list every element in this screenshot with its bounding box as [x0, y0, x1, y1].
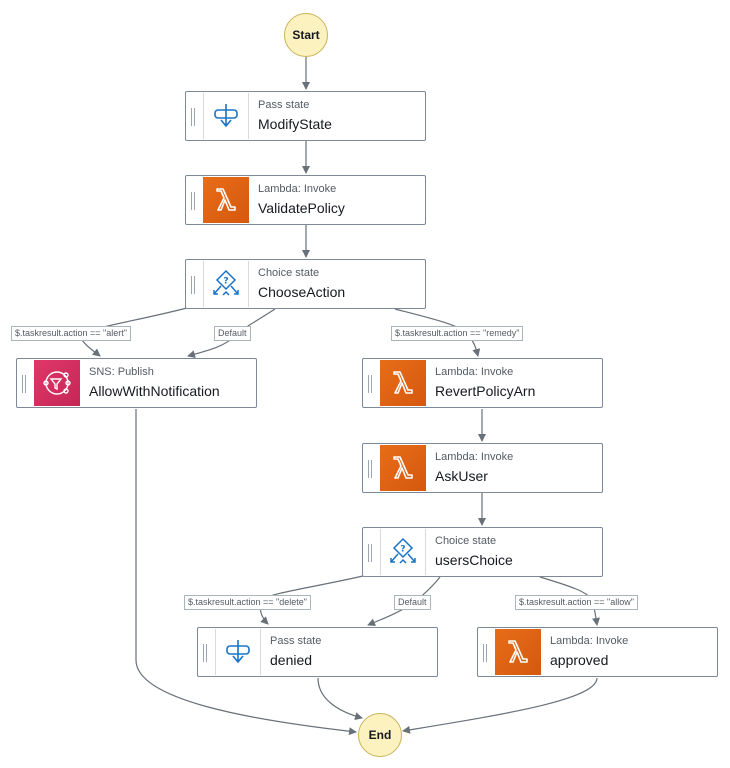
- drag-handle[interactable]: [203, 644, 207, 662]
- drag-handle[interactable]: [191, 192, 195, 210]
- state-ask-user[interactable]: Lambda: Invoke AskUser: [362, 443, 603, 493]
- edge-label-alert: $.taskresult.action == "alert": [11, 326, 131, 341]
- state-type: Lambda: Invoke: [435, 366, 514, 378]
- choice-state-icon: ?: [203, 261, 249, 307]
- state-type: Lambda: Invoke: [435, 451, 514, 463]
- end-node[interactable]: End: [358, 713, 402, 757]
- edge-allow-end: [135, 409, 357, 736]
- state-modify-state[interactable]: Pass state ModifyState: [185, 91, 426, 141]
- drag-handle[interactable]: [22, 375, 26, 393]
- drag-handle[interactable]: [483, 644, 487, 662]
- drag-handle[interactable]: [368, 544, 372, 562]
- state-type: Lambda: Invoke: [550, 635, 629, 647]
- state-type: Choice state: [258, 267, 320, 279]
- edge-label-remedy: $.taskresult.action == "remedy": [391, 326, 524, 341]
- state-name: RevertPolicyArn: [435, 383, 536, 399]
- edge-label-allow: $.taskresult.action == "allow": [515, 595, 638, 610]
- state-revert-policy-arn[interactable]: Lambda: Invoke RevertPolicyArn: [362, 358, 603, 408]
- drag-handle[interactable]: [191, 276, 195, 294]
- state-type: Choice state: [435, 535, 497, 547]
- state-type: SNS: Publish: [89, 366, 154, 378]
- choice-state-icon: ?: [380, 529, 426, 575]
- state-name: AllowWithNotification: [89, 383, 220, 399]
- state-name: ValidatePolicy: [258, 200, 345, 216]
- start-label: Start: [292, 28, 320, 42]
- lambda-icon: [380, 360, 426, 406]
- drag-handle[interactable]: [191, 108, 195, 126]
- state-type: Pass state: [270, 635, 322, 647]
- state-name: denied: [270, 652, 313, 668]
- state-approved[interactable]: Lambda: Invoke approved: [477, 627, 718, 677]
- sns-icon: [34, 360, 80, 406]
- edge-label-delete: $.taskresult.action == "delete": [184, 595, 311, 610]
- state-users-choice[interactable]: ? Choice state usersChoice: [362, 527, 603, 577]
- edge-denied-end: [317, 677, 363, 721]
- state-allow-with-notification[interactable]: SNS: Publish AllowWithNotification: [16, 358, 257, 408]
- drag-handle[interactable]: [368, 375, 372, 393]
- lambda-icon: [380, 445, 426, 491]
- end-label: End: [368, 728, 392, 742]
- state-name: usersChoice: [435, 552, 513, 568]
- edge-approved-end: [402, 677, 598, 734]
- start-node[interactable]: Start: [284, 13, 328, 57]
- state-name: ChooseAction: [258, 284, 346, 300]
- state-name: approved: [550, 652, 609, 668]
- lambda-icon: [203, 177, 249, 223]
- state-name: ModifyState: [258, 116, 332, 132]
- edge-label-default: Default: [394, 595, 431, 610]
- state-type: Lambda: Invoke: [258, 183, 337, 195]
- state-validate-policy[interactable]: Lambda: Invoke ValidatePolicy: [185, 175, 426, 225]
- lambda-icon: [495, 629, 541, 675]
- svg-text:?: ?: [223, 277, 228, 287]
- pass-state-icon: [203, 93, 249, 139]
- svg-text:?: ?: [400, 545, 405, 555]
- pass-state-icon: [215, 629, 261, 675]
- state-choose-action[interactable]: ? Choice state ChooseAction: [185, 259, 426, 309]
- drag-handle[interactable]: [368, 460, 372, 478]
- state-denied[interactable]: Pass state denied: [197, 627, 438, 677]
- state-type: Pass state: [258, 99, 310, 111]
- state-name: AskUser: [435, 468, 488, 484]
- edge-label-default: Default: [214, 326, 251, 341]
